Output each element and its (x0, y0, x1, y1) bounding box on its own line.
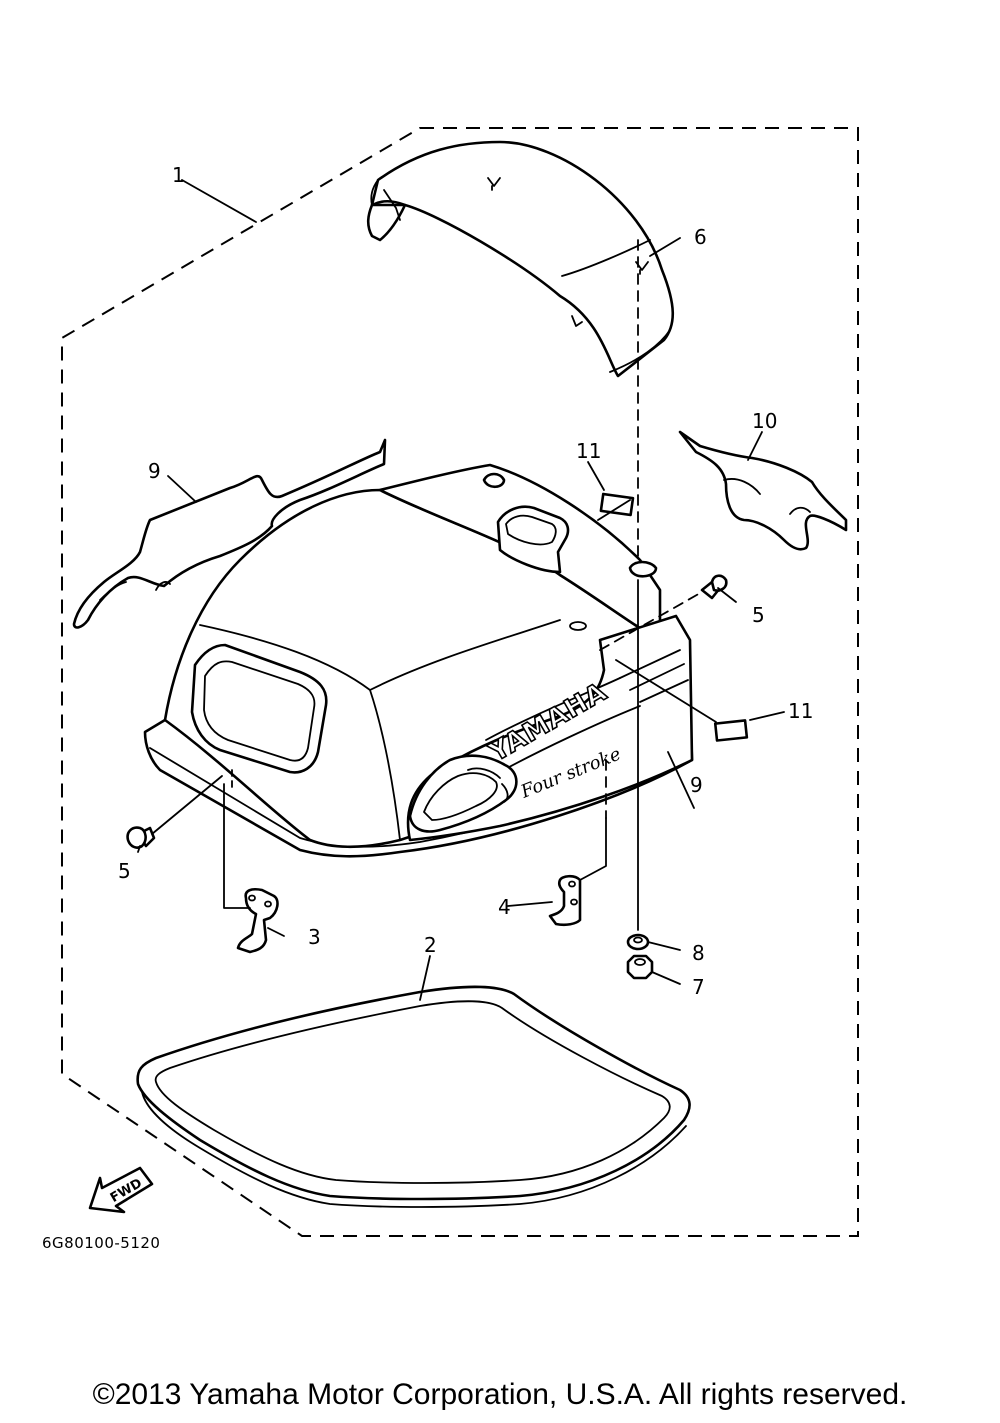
callout-10: 10 (752, 409, 777, 433)
part-4-bracket (548, 874, 582, 927)
callout-6: 6 (694, 225, 707, 249)
assembly-outline (61, 127, 859, 1237)
callout-5-right: 5 (752, 603, 765, 627)
fwd-direction-arrow: FWD (88, 1166, 154, 1214)
part-9-decal-left (72, 438, 387, 629)
callout-2: 2 (424, 933, 437, 957)
callout-7: 7 (692, 975, 705, 999)
part-5-screw-left (126, 826, 156, 849)
callout-9-right: 9 (690, 773, 703, 797)
part-3-bracket (236, 887, 279, 954)
part-5-screw-right (700, 574, 728, 600)
callout-4: 4 (498, 895, 511, 919)
callout-9-left: 9 (148, 459, 161, 483)
part-11-pad-right (713, 719, 749, 742)
part-2-seal-ring (136, 985, 691, 1208)
part-7-nut (626, 954, 654, 980)
callout-8: 8 (692, 941, 705, 965)
callout-3: 3 (308, 925, 321, 949)
part-11-pad-top (599, 492, 635, 517)
leader-lines (137, 179, 785, 1001)
callout-11-right: 11 (788, 699, 813, 723)
copyright-notice: ©2013 Yamaha Motor Corporation, U.S.A. A… (92, 1378, 908, 1411)
diagram-part-number: 6G80100-5120 (42, 1234, 160, 1252)
part-8-washer (626, 933, 650, 951)
top-cowling (143, 463, 694, 858)
callout-1: 1 (172, 163, 185, 187)
part-6-top-cap (366, 140, 675, 378)
callout-11-top: 11 (576, 439, 601, 463)
part-10-decal-right (678, 430, 848, 551)
callout-5-left: 5 (118, 859, 131, 883)
